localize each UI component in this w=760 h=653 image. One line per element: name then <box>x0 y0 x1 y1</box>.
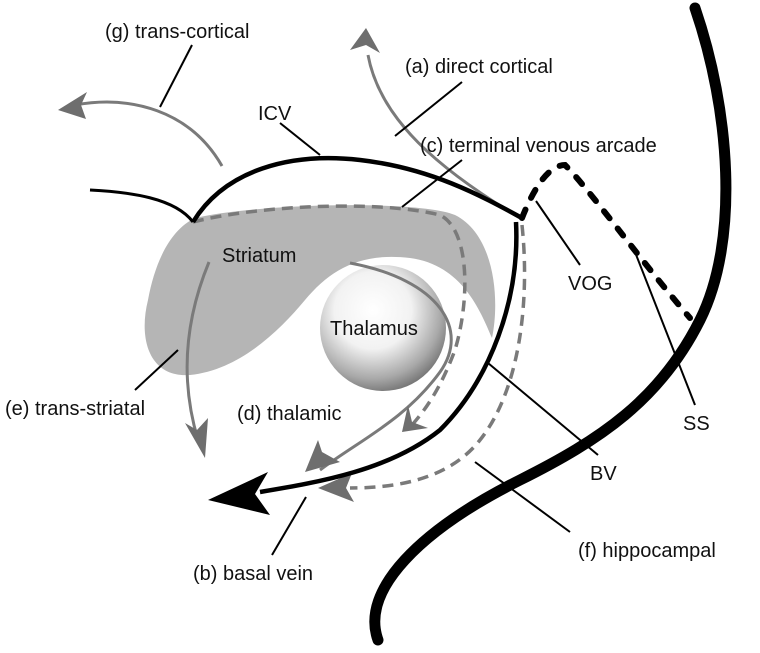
leader-hippocampal <box>474 461 571 533</box>
hippocampal-arrowhead <box>318 473 354 502</box>
thalamic-pathway <box>319 261 453 472</box>
vog-dashed-vessel <box>519 161 693 321</box>
label-striatum: Striatum <box>222 245 296 267</box>
leader-trans-cortical <box>159 44 193 108</box>
trans-cortical-arrowhead <box>58 92 87 119</box>
thalamic-arrowhead <box>305 440 340 472</box>
basal-vein-arrowhead <box>208 472 270 515</box>
label-direct-cortical: (a) direct cortical <box>405 56 553 78</box>
label-trans-striatal: (e) trans-striatal <box>5 398 145 420</box>
leader-trans-striatal <box>134 349 179 391</box>
trans-striatal-pathway <box>185 261 211 441</box>
leader-ss <box>634 251 696 406</box>
label-icv: ICV <box>258 103 292 125</box>
label-ss: SS <box>683 413 710 435</box>
label-bv: BV <box>590 463 617 485</box>
striatum-shape <box>144 205 496 376</box>
label-thalamus: Thalamus <box>330 318 418 340</box>
label-basal-vein: (b) basal vein <box>193 563 313 585</box>
hippocampal-pathway <box>349 224 527 490</box>
thalamus-sphere <box>320 265 446 391</box>
icv-left-branch <box>89 188 195 223</box>
label-thalamic: (d) thalamic <box>237 403 341 425</box>
leader-basal-vein <box>271 496 307 556</box>
direct-cortical-arrowhead <box>350 28 380 53</box>
leader-terminal-arcade <box>401 159 463 208</box>
terminal-venous-arcade-pathway <box>192 204 467 427</box>
trans-cortical-pathway <box>74 100 224 167</box>
trans-striatal-arrowhead <box>185 418 208 458</box>
icv-vein <box>191 155 524 224</box>
label-hippocampal: (f) hippocampal <box>578 540 716 562</box>
leader-direct-cortical <box>394 81 463 137</box>
leader-bv <box>487 362 599 456</box>
leader-icv <box>279 122 321 156</box>
terminal-venous-arcade-arrowhead <box>402 405 428 432</box>
leader-vog <box>535 200 581 266</box>
label-terminal-venous-arcade: (c) terminal venous arcade <box>420 135 657 157</box>
label-trans-cortical: (g) trans-cortical <box>105 21 249 43</box>
label-vog: VOG <box>568 273 612 295</box>
straight-sinus-vessel <box>369 2 732 646</box>
basal-vein <box>259 221 519 495</box>
